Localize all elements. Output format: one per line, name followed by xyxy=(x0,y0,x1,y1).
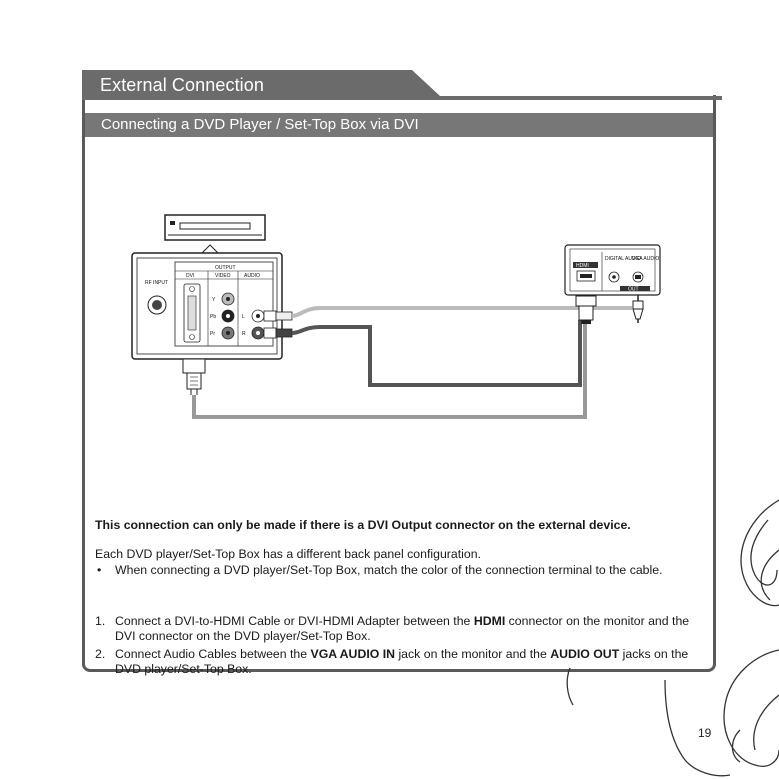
audio-cables xyxy=(263,306,632,387)
subtitle: Connecting a DVD Player / Set-Top Box vi… xyxy=(101,116,419,133)
y-label: Y xyxy=(212,297,216,303)
hdmi-label: HDMI xyxy=(576,263,589,269)
step-1-number: 1. xyxy=(95,614,106,628)
subtitle-bar xyxy=(85,113,713,137)
r-label: R xyxy=(242,331,246,337)
dvi-requirement-note: This connection can only be made if ther… xyxy=(95,518,631,532)
step-2-vga-audio-in-bold: VGA AUDIO IN xyxy=(310,647,396,661)
decorative-flourish xyxy=(566,499,779,777)
vga-audio-label: VGA AUDIO xyxy=(632,256,659,262)
dvi-cable xyxy=(182,323,587,419)
pb-label: Pb xyxy=(210,314,216,320)
step-2-audio-out-bold: AUDIO OUT xyxy=(550,647,620,661)
page-number: 19 xyxy=(698,726,712,740)
bullet-icon: • xyxy=(97,563,102,577)
step-2-text-c: jack on the monitor and the xyxy=(395,647,551,661)
step-1-text-a: Connect a DVI-to-HDMI Cable or DVI-HDMI … xyxy=(115,614,474,628)
section-title: External Connection xyxy=(100,75,264,95)
l-label: L xyxy=(242,314,245,320)
section-header-tab xyxy=(82,70,722,100)
step-2: 2. Connect Audio Cables between the VGA … xyxy=(95,647,695,677)
bullet-item: • When connecting a DVD player/Set-Top B… xyxy=(95,563,695,578)
step-2-number: 2. xyxy=(95,647,106,661)
digital-audio-label: DIGITAL AUDIO xyxy=(605,256,641,262)
video-label: VIDEO xyxy=(215,273,231,279)
dvi-label: DVI xyxy=(186,273,194,279)
intro-text: Each DVD player/Set-Top Box has a differ… xyxy=(95,547,481,561)
output-label: OUTPUT xyxy=(215,265,236,271)
dvd-player-illustration xyxy=(164,214,266,241)
step-1-hdmi-bold: HDMI xyxy=(473,614,506,628)
step-1: 1. Connect a DVI-to-HDMI Cable or DVI-HD… xyxy=(95,614,695,644)
audio-label: AUDIO xyxy=(244,273,260,279)
rf-input-label: RF INPUT xyxy=(145,280,168,286)
step-1-text-c: connector on the monitor and the DVI con… xyxy=(115,614,690,643)
step-2-text-a: Connect Audio Cables between the xyxy=(115,647,311,661)
monitor-input-panel: HDMI DIGITAL AUDIO VGA AUDIO OUT xyxy=(564,244,661,324)
out-label: OUT xyxy=(628,287,639,293)
step-2-text-e: jacks on the DVD player/Set-Top Box. xyxy=(115,647,689,676)
bullet-text: When connecting a DVD player/Set-Top Box… xyxy=(115,563,663,577)
pr-label: Pr xyxy=(210,331,215,337)
connection-diagram: RF INPUT OUTPUT DVI VIDEO AUDIO Y Pb Pr xyxy=(131,214,661,419)
dvd-back-panel: RF INPUT OUTPUT DVI VIDEO AUDIO Y Pb Pr xyxy=(131,252,283,360)
